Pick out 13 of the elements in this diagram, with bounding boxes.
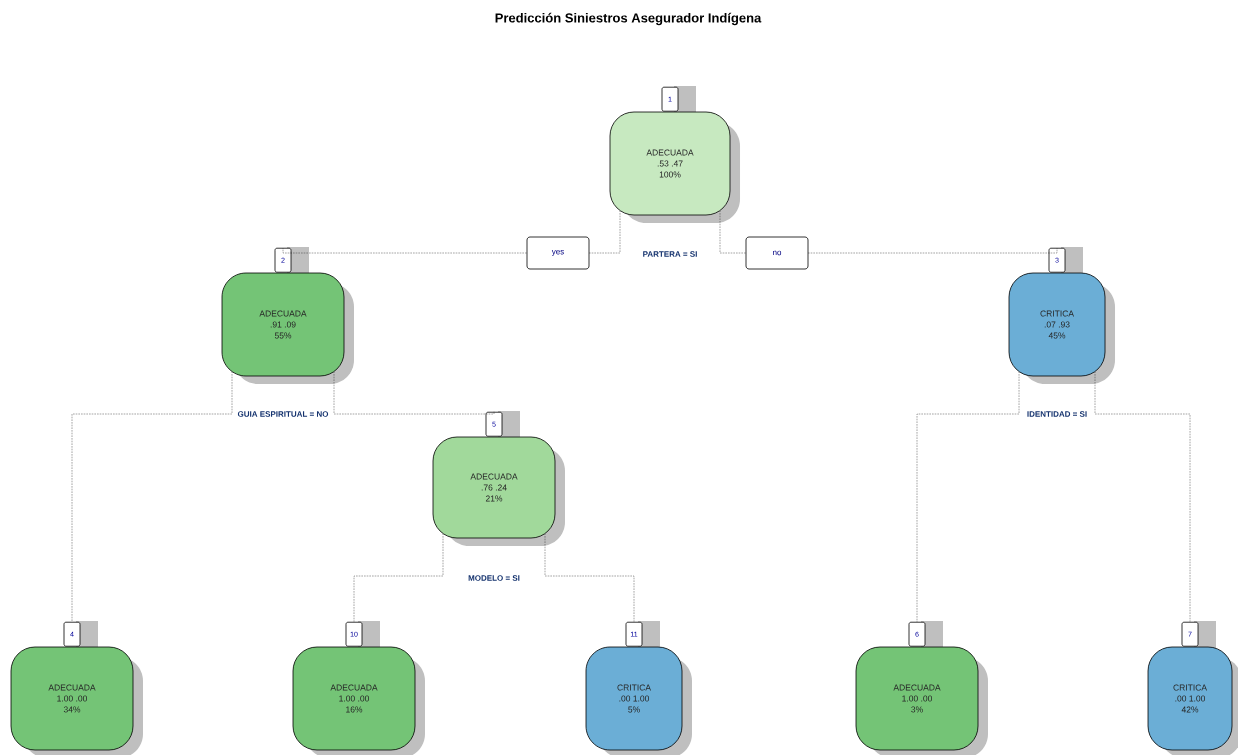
split-label: IDENTIDAD = SI bbox=[1027, 411, 1087, 417]
split-label: GUIA ESPIRITUAL = NO bbox=[237, 411, 329, 417]
split-label: PARTERA = SI bbox=[643, 251, 697, 257]
split-label: MODELO = SI bbox=[468, 575, 520, 581]
branch-line bbox=[353, 534, 444, 623]
edge-label: no bbox=[745, 236, 809, 270]
edge-label: yes bbox=[526, 236, 590, 270]
branch-line bbox=[71, 372, 233, 623]
branch-line bbox=[333, 372, 495, 415]
title: Predicción Siniestros Asegurador Indígena bbox=[495, 12, 762, 26]
branch-line bbox=[1094, 372, 1191, 623]
branch-line bbox=[916, 372, 1020, 623]
branch-line bbox=[544, 534, 635, 623]
